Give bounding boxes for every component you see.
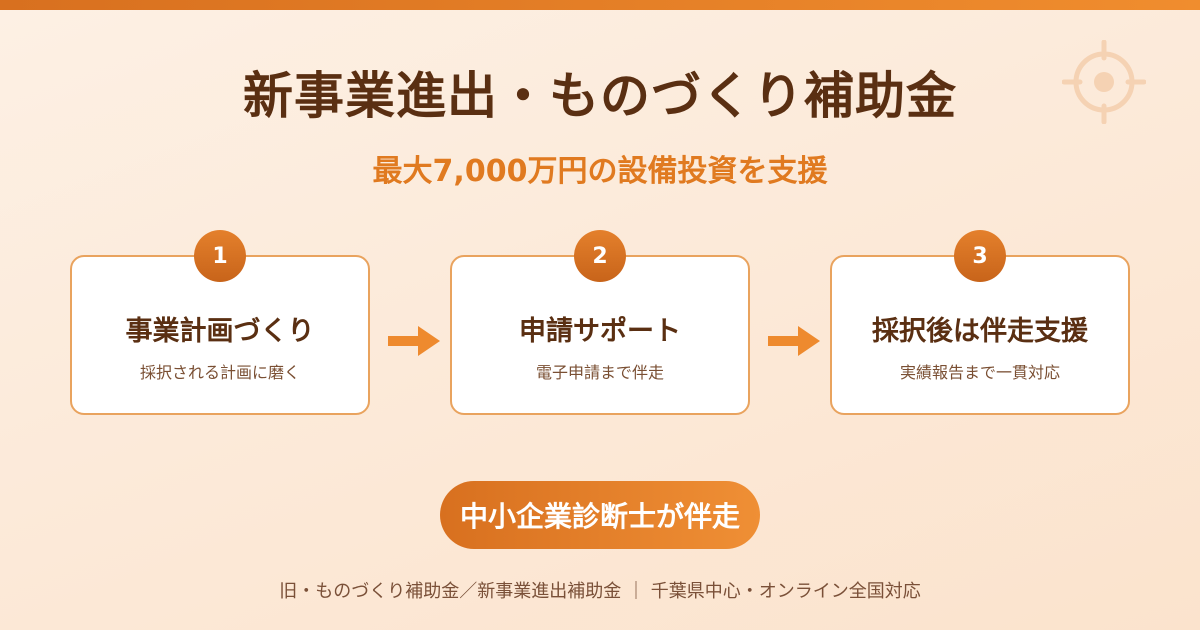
target-icon — [1062, 40, 1146, 124]
step-description: 実績報告まで一貫対応 — [899, 363, 1060, 382]
step-number-badge-2: 2 — [574, 230, 626, 282]
step-description: 電子申請まで伴走 — [535, 363, 664, 382]
top-accent-bar — [0, 0, 1200, 10]
footer-text: 旧・ものづくり補助金／新事業進出補助金 ｜ 千葉県中心・オンライン全国対応 — [279, 581, 921, 602]
step-title: 事業計画づくり — [125, 316, 315, 347]
step-title: 採択後は伴走支援 — [872, 316, 1088, 347]
step-description: 採択される計画に磨く — [139, 363, 300, 382]
step-number-badge-3: 3 — [954, 230, 1006, 282]
step-card-2: 申請サポート 電子申請まで伴走 — [450, 255, 750, 415]
arrow-right-icon — [388, 326, 440, 356]
step-title: 申請サポート — [519, 316, 681, 347]
step-number-badge-1: 1 — [194, 230, 246, 282]
arrow-right-icon — [768, 326, 820, 356]
consultant-badge: 中小企業診断士が伴走 — [440, 481, 760, 549]
page-title: 新事業進出・ものづくり補助金 — [243, 67, 957, 125]
page-subtitle: 最大7,000万円の設備投資を支援 — [372, 154, 828, 189]
